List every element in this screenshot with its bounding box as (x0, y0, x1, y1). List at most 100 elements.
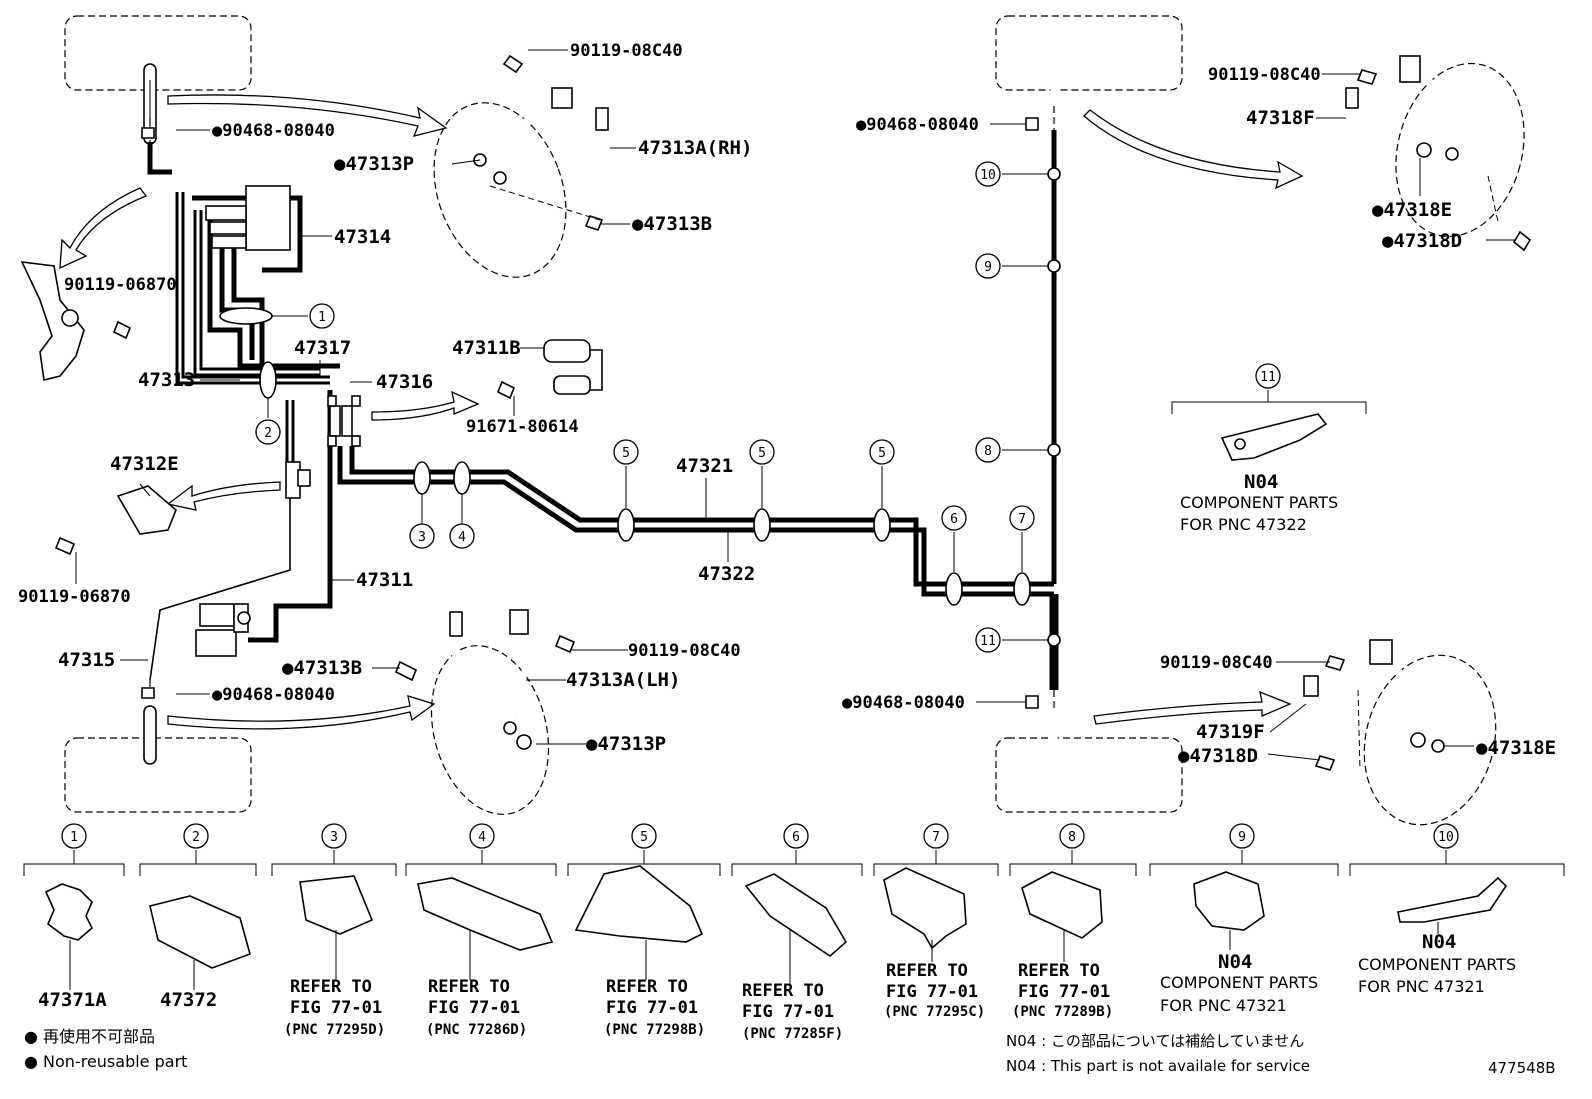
callout-5c: 5 (878, 446, 886, 461)
key-1-label: 47371A (38, 989, 107, 1011)
callout-circles (255, 161, 1281, 653)
label-90119-08C40-fl: 90119-08C40 (570, 41, 683, 61)
wheel-box-rear-right (995, 737, 1183, 813)
callout-2: 2 (264, 426, 272, 441)
key-5-line2: FIG 77-01 (606, 998, 698, 1018)
flex-hose-rear-right (1303, 639, 1445, 771)
callout-5b: 5 (758, 446, 766, 461)
key-3-line2: FIG 77-01 (290, 998, 382, 1018)
note-nonreusable-jp: ● 再使用不可部品 (24, 1027, 155, 1046)
label-47315: 47315 (58, 649, 115, 671)
label-47311: 47311 (356, 569, 413, 591)
callout-10: 10 (980, 168, 996, 183)
key-3-num: 3 (330, 830, 338, 845)
key-6-line2: FIG 77-01 (742, 1002, 834, 1022)
note-n04-jp: N04 : この部品については補給していません (1006, 1032, 1304, 1050)
flex-hose-rear-left (394, 609, 576, 750)
label-component-parts-47322-1: COMPONENT PARTS (1180, 493, 1338, 512)
bracket-front-left (20, 261, 132, 381)
key-6-line1: REFER TO (742, 981, 824, 1001)
callout-9: 9 (984, 260, 992, 275)
key-9-line1: COMPONENT PARTS (1160, 973, 1318, 992)
key-4-line3: (PNC 77286D) (426, 1022, 527, 1038)
key-10-num: 10 (1438, 830, 1454, 845)
detail-rear-left (430, 645, 550, 815)
key-8-line1: REFER TO (1018, 961, 1100, 981)
wheel-box-front-left (64, 15, 252, 91)
wheel-box-rear-left (64, 737, 252, 813)
label-47322: 47322 (698, 563, 755, 585)
bracket-47311B (496, 339, 603, 400)
bottom-key-circles (61, 823, 1459, 849)
label-91671-80614: 91671-80614 (466, 417, 579, 437)
callout-1: 1 (318, 310, 326, 325)
part-11-clip (1220, 413, 1328, 461)
key-6-num: 6 (792, 830, 800, 845)
label-47313P-rl: ●47313P (586, 733, 666, 755)
label-90468-08040-fl: ●90468-08040 (212, 121, 335, 141)
label-90468-08040-fr: ●90468-08040 (856, 115, 979, 135)
callout-5a: 5 (622, 446, 630, 461)
key-10-n04: N04 (1422, 931, 1456, 953)
key-4-line2: FIG 77-01 (428, 998, 520, 1018)
left-pipes (141, 63, 340, 765)
bottom-clip-drawings (44, 865, 1508, 969)
callout-4: 4 (458, 530, 466, 545)
key-3-line1: REFER TO (290, 977, 372, 997)
callout-3: 3 (418, 530, 426, 545)
label-47318D-rr: ●47318D (1178, 745, 1258, 767)
note-nonreusable-en: ● Non-reusable part (24, 1052, 187, 1071)
label-47313B-fl: ●47313B (632, 213, 712, 235)
label-47318F: 47318F (1246, 107, 1315, 129)
key-4-num: 4 (478, 830, 486, 845)
right-stubs (1025, 68, 1102, 764)
label-47318D-fr: ●47318D (1382, 230, 1462, 252)
key-9-line2: FOR PNC 47321 (1160, 996, 1287, 1015)
key-10-line1: COMPONENT PARTS (1358, 955, 1516, 974)
key-2-num: 2 (192, 830, 200, 845)
label-47317: 47317 (294, 337, 351, 359)
label-47313P-fl: ●47313P (334, 153, 414, 175)
detail-front-left (433, 102, 567, 278)
key-8-line2: FIG 77-01 (1018, 982, 1110, 1002)
label-47319F: 47319F (1196, 721, 1265, 743)
key-5-num: 5 (640, 830, 648, 845)
key-5-line1: REFER TO (606, 977, 688, 997)
label-90119-08C40-rl: 90119-08C40 (628, 641, 741, 661)
callout-arrows (59, 94, 1304, 730)
callout-7: 7 (1018, 512, 1026, 527)
label-47313: 47313 (138, 369, 195, 391)
label-90468-08040-rl: ●90468-08040 (212, 685, 335, 705)
label-47313A-RH: 47313A(RH) (638, 137, 752, 159)
label-component-parts-47322-2: FOR PNC 47322 (1180, 515, 1307, 534)
label-47313A-LH: 47313A(LH) (566, 669, 680, 691)
label-47318E-rr: ●47318E (1476, 737, 1556, 759)
label-90468-08040-rr: ●90468-08040 (842, 693, 965, 713)
key-1-num: 1 (70, 830, 78, 845)
callout-8: 8 (984, 444, 992, 459)
pipe-clips (413, 167, 1061, 647)
label-47314: 47314 (334, 226, 391, 248)
key-10-line2: FOR PNC 47321 (1358, 977, 1485, 996)
label-47321: 47321 (676, 455, 733, 477)
flex-hose-front-left (473, 54, 609, 231)
key-7-line2: FIG 77-01 (886, 982, 978, 1002)
figure-id: 477548B (1488, 1059, 1556, 1077)
connector-47316 (327, 395, 361, 447)
label-47316: 47316 (376, 371, 433, 393)
key-9-n04: N04 (1218, 951, 1252, 973)
label-90119-06870-top: 90119-06870 (64, 275, 177, 295)
detail-rear-right (1363, 654, 1497, 826)
key-4-line1: REFER TO (428, 977, 510, 997)
label-90119-08C40-fr: 90119-08C40 (1208, 65, 1321, 85)
callout-6: 6 (950, 512, 958, 527)
wheel-box-front-right (995, 15, 1183, 91)
key-6-line3: (PNC 77285F) (742, 1026, 843, 1042)
label-47313B-rl: ●47313B (282, 657, 362, 679)
key-9-num: 9 (1238, 830, 1246, 845)
label-n04-47322: N04 (1244, 471, 1278, 493)
key-7-line3: (PNC 77295C) (884, 1004, 985, 1020)
leader-lines (75, 49, 1516, 771)
label-47312E: 47312E (110, 453, 179, 475)
flex-hose-front-right (1345, 55, 1532, 252)
